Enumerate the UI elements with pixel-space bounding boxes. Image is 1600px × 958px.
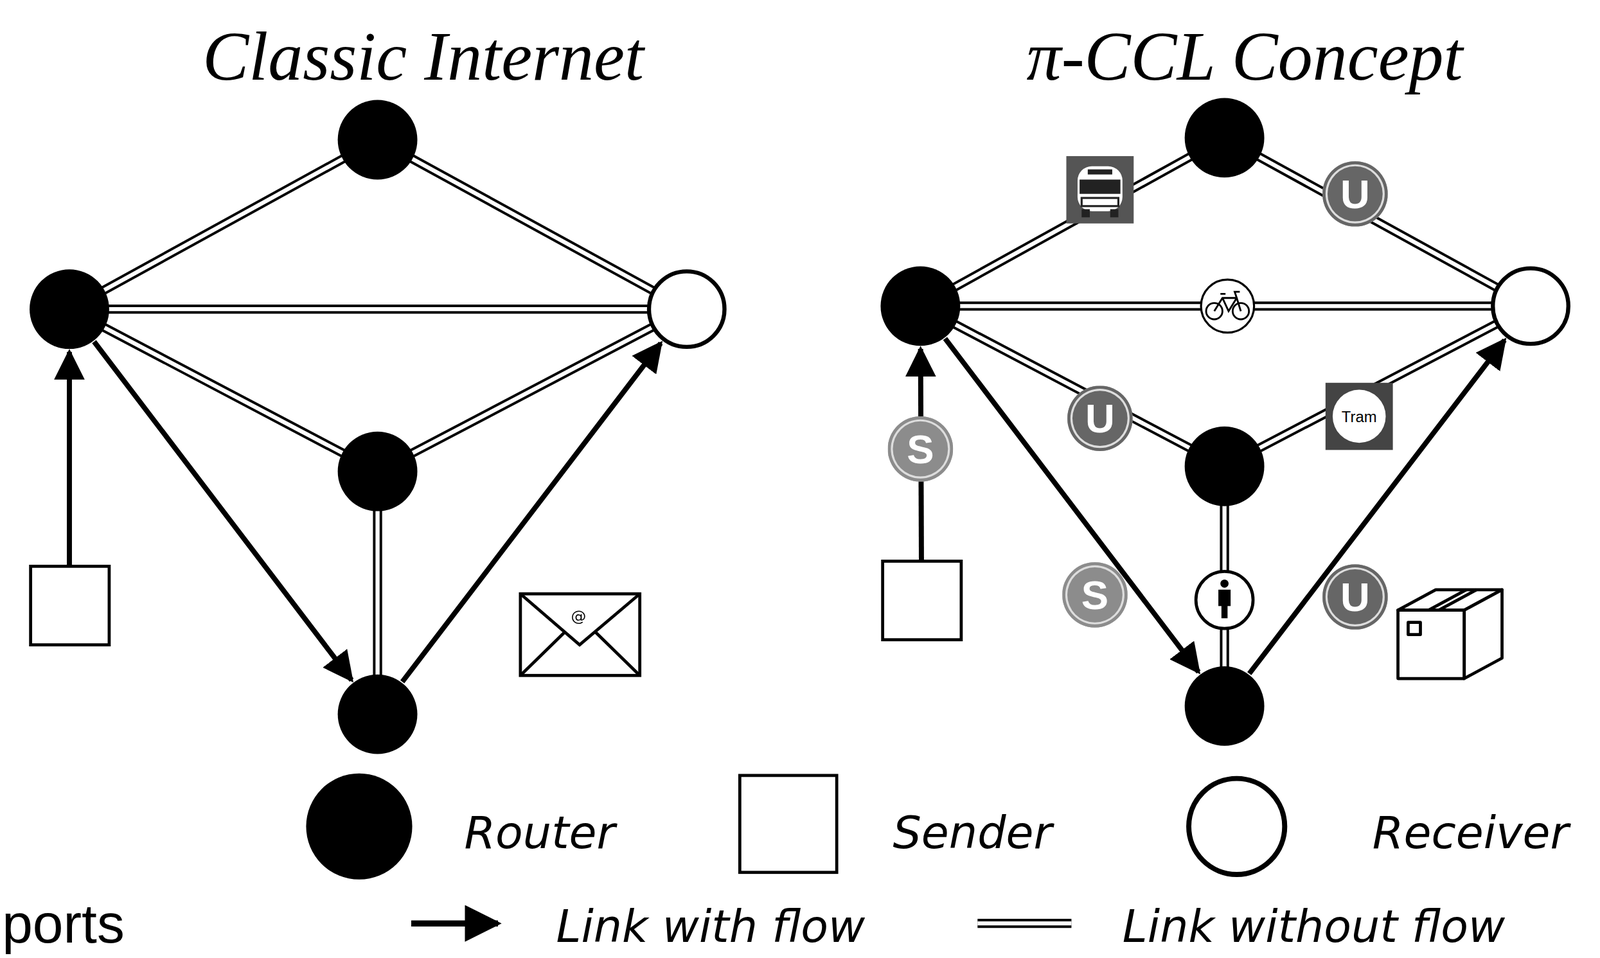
transit-line-badge: U bbox=[1322, 161, 1388, 227]
link-without-flow bbox=[377, 309, 687, 472]
router bbox=[1184, 97, 1265, 178]
transit-line-badge: S bbox=[1062, 562, 1128, 628]
link-with-flow bbox=[945, 338, 1199, 673]
router bbox=[337, 674, 418, 755]
link-with-flow bbox=[66, 352, 72, 567]
badge-text: Tram bbox=[1341, 407, 1378, 425]
link-without-flow-core bbox=[377, 140, 687, 310]
link-without-flow bbox=[69, 309, 378, 472]
link-without-flow-core bbox=[920, 305, 1225, 466]
tram-badge: Tram bbox=[1325, 382, 1394, 451]
router bbox=[880, 266, 960, 346]
link-without-flow-core bbox=[1224, 137, 1531, 306]
link-without-flow bbox=[1224, 137, 1531, 306]
link-without-flow-core bbox=[69, 140, 378, 310]
link-without-flow bbox=[377, 140, 687, 310]
badge-text: U bbox=[1085, 395, 1115, 441]
transit-line-badge: U bbox=[1322, 564, 1388, 630]
legend-label: Receiver bbox=[1372, 805, 1569, 858]
link-without-flow-core bbox=[69, 307, 687, 312]
legend-label: Router bbox=[464, 805, 616, 858]
legend-label: Link without flow bbox=[1122, 899, 1505, 952]
panel-title: Classic Internet bbox=[202, 16, 644, 97]
link-without-flow bbox=[69, 140, 378, 310]
link-without-flow bbox=[920, 137, 1225, 306]
panel-title: π-CCL Concept bbox=[1026, 16, 1464, 97]
badge-text: U bbox=[1340, 573, 1370, 620]
link-without-flow-core bbox=[920, 137, 1225, 306]
link-with-flow bbox=[93, 341, 352, 681]
link-without-flow bbox=[1224, 305, 1531, 466]
link-without-flow bbox=[69, 304, 687, 314]
email-at-sign: @ bbox=[570, 607, 587, 626]
sender bbox=[30, 566, 110, 645]
link-with-flow bbox=[402, 343, 661, 682]
parcel-icon bbox=[1398, 589, 1503, 679]
router bbox=[337, 431, 418, 512]
legend-label: Link with flow bbox=[555, 899, 865, 952]
transit-line-badge: S bbox=[888, 416, 954, 482]
email-icon bbox=[520, 593, 640, 676]
link-without-flow-core bbox=[377, 309, 687, 472]
receiver bbox=[648, 271, 725, 347]
bus-icon bbox=[1066, 156, 1134, 224]
router bbox=[337, 100, 418, 180]
bicycle-icon bbox=[1200, 279, 1255, 333]
transit-line-badge: U bbox=[1067, 385, 1133, 452]
tram-badge-disc: Tram bbox=[1332, 390, 1387, 444]
legend-label: Sender bbox=[893, 805, 1053, 858]
link-without-flow bbox=[920, 305, 1225, 466]
link-without-flow-core bbox=[1224, 305, 1531, 466]
router bbox=[29, 269, 110, 349]
router bbox=[1184, 426, 1265, 507]
link-without-flow-core bbox=[69, 309, 378, 472]
pedestrian-icon bbox=[1195, 571, 1254, 629]
badge-text: S bbox=[906, 426, 934, 472]
router bbox=[1184, 666, 1265, 747]
sender bbox=[882, 560, 962, 640]
receiver bbox=[1492, 268, 1569, 345]
badge-text: S bbox=[1081, 571, 1109, 618]
badge-text: U bbox=[1340, 170, 1370, 217]
cut-off-text: ports bbox=[1, 891, 125, 955]
